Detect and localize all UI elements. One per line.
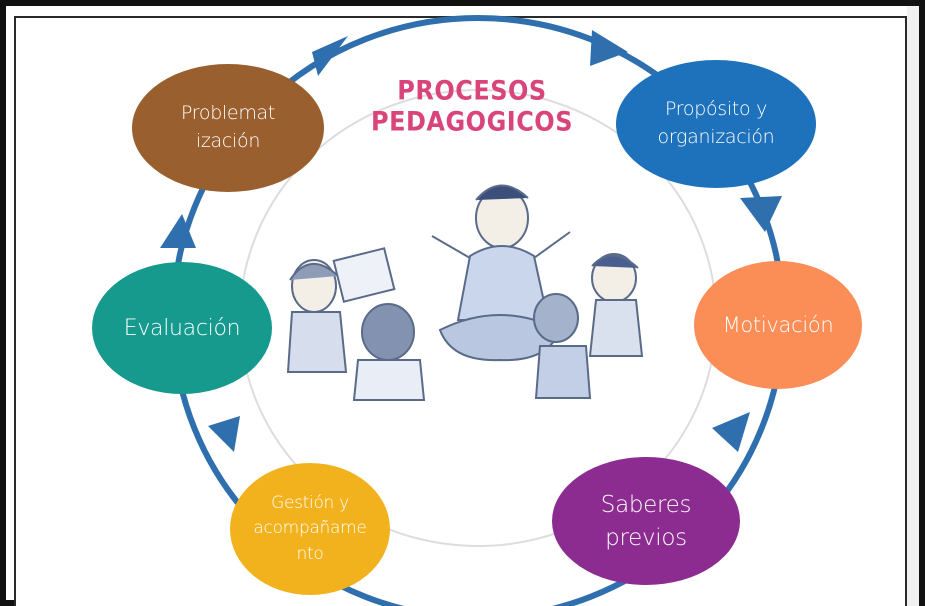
- node-proposito-line2: organización: [657, 126, 775, 148]
- node-gestion-line1: Gestión y: [271, 492, 349, 513]
- node-gestion-shape: [230, 463, 390, 595]
- arrow-bottom-left-icon: [208, 416, 240, 452]
- node-saberes-label: Saberes previos: [568, 478, 724, 566]
- node-problematizacion-line2: ización: [195, 130, 261, 152]
- node-saberes-shape: [552, 457, 740, 585]
- node-problematizacion-shape: [132, 64, 324, 192]
- node-problematizacion-line1: Problemat: [180, 102, 276, 125]
- arrow-right-upper-icon: [740, 196, 782, 232]
- node-gestion-label: Gestión y acompañame nto: [240, 474, 380, 584]
- node-problematizacion-label: Problemat ización: [148, 80, 308, 176]
- node-gestion-line3: nto: [296, 543, 324, 564]
- illustration-children-circle: [286, 184, 644, 401]
- diagram-title: PROCESOS PEDAGOGICOS: [370, 74, 573, 138]
- node-motivacion-shape: [694, 261, 862, 389]
- node-evaluacion-shape: [92, 262, 272, 394]
- node-proposito-line1: Propósito y: [664, 98, 768, 121]
- node-saberes-line2: previos: [605, 525, 687, 551]
- node-motivacion-line1: Motivación: [722, 312, 834, 337]
- node-gestion-line2: acompañame: [253, 518, 367, 539]
- node-evaluacion-label: Evaluación: [104, 304, 260, 354]
- arrow-right-lower-icon: [712, 412, 750, 452]
- scrollbar-track: [907, 6, 919, 606]
- node-proposito-label: Propósito y organización: [632, 76, 800, 172]
- arrow-top-left-icon: [312, 36, 348, 76]
- arrow-left-icon: [160, 214, 196, 248]
- node-evaluacion-line1: Evaluación: [123, 316, 241, 342]
- arrow-top-right-icon: [590, 30, 628, 66]
- node-motivacion-label: Motivación: [700, 300, 856, 350]
- node-saberes-line1: Saberes: [600, 491, 692, 518]
- node-proposito-shape: [616, 60, 816, 188]
